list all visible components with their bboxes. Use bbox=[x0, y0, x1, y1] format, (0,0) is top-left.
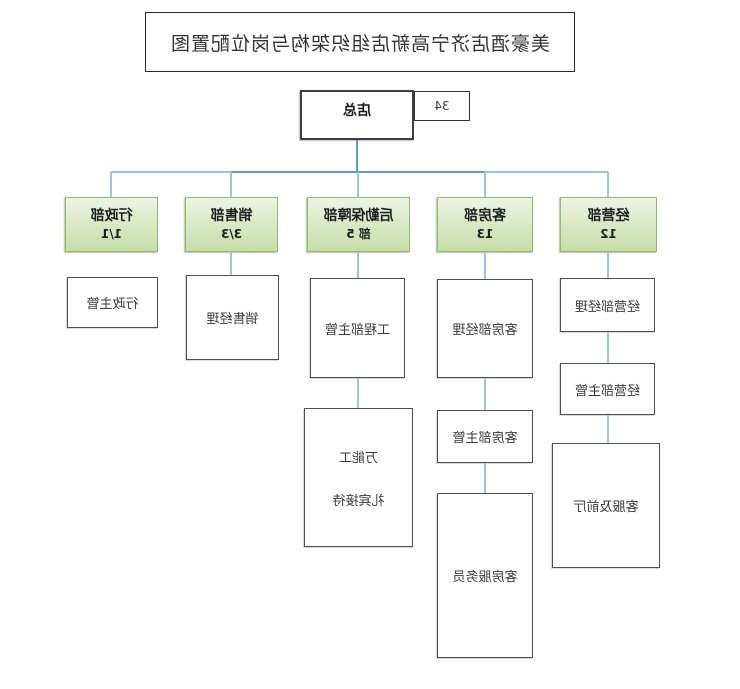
node-hk-attendant: 客房服务员 bbox=[437, 493, 533, 658]
node-handyman-concierge: 万能工 礼宾接待 bbox=[304, 408, 413, 547]
dept-housekeeping-count: 13 bbox=[476, 226, 494, 241]
node-ops-supervisor: 经营部主管 bbox=[560, 363, 655, 415]
dept-sales-count: 3/3 bbox=[220, 226, 243, 241]
connector-ops-3 bbox=[607, 415, 609, 443]
dept-sales-name: 销售部 bbox=[210, 207, 253, 224]
node-handyman-label: 万能工 bbox=[339, 450, 379, 466]
node-sales-manager: 销售经理 bbox=[186, 275, 279, 360]
node-eng-supervisor: 工程部主管 bbox=[310, 278, 405, 378]
connector-drop-dept3 bbox=[357, 172, 359, 197]
connector-eng-2 bbox=[357, 378, 359, 408]
total-headcount-box: 34 bbox=[414, 91, 470, 121]
dept-admin-count: 1/1 bbox=[100, 226, 123, 241]
dept-housekeeping-name: 客房部 bbox=[464, 207, 506, 224]
node-ops-manager: 经营部经理 bbox=[560, 278, 655, 332]
connector-hk-2 bbox=[484, 378, 486, 410]
dept-operations-count: 12 bbox=[600, 226, 617, 241]
connector-sales-1 bbox=[230, 252, 232, 275]
connector-drop-dept4 bbox=[230, 172, 232, 197]
root-node-general-manager: 店总 bbox=[300, 90, 414, 140]
node-admin-supervisor: 行政主管 bbox=[67, 277, 158, 328]
connector-drop-dept5 bbox=[110, 172, 112, 197]
dept-housekeeping: 客房部 13 bbox=[437, 197, 533, 252]
node-front-office: 客服及前厅 bbox=[552, 443, 660, 568]
dept-admin-name: 行政部 bbox=[90, 207, 133, 224]
node-hk-supervisor: 客房部主管 bbox=[437, 410, 533, 463]
chart-title: 美豪酒店济宁高新店组织架构与岗位配置图 bbox=[145, 12, 575, 72]
connector-hk-3 bbox=[484, 463, 486, 493]
connector-ops-1 bbox=[607, 252, 609, 278]
dept-operations: 经营部 12 bbox=[560, 197, 657, 252]
connector-trunk bbox=[356, 140, 358, 172]
node-hk-manager: 客房部经理 bbox=[437, 279, 533, 378]
dept-operations-name: 经营部 bbox=[587, 207, 630, 224]
node-concierge-label: 礼宾接待 bbox=[332, 493, 385, 509]
connector-drop-dept2 bbox=[484, 172, 486, 197]
dept-logistics-name: 后勤保障部 bbox=[323, 207, 394, 224]
dept-logistics-count: 部 5 bbox=[346, 226, 371, 241]
connector-hk-1 bbox=[484, 252, 486, 279]
connector-drop-dept1 bbox=[607, 172, 609, 197]
connector-eng-1 bbox=[357, 252, 359, 278]
dept-sales: 销售部 3/3 bbox=[185, 197, 278, 252]
dept-logistics: 后勤保障部 部 5 bbox=[307, 197, 410, 252]
connector-ops-2 bbox=[607, 332, 609, 363]
dept-admin: 行政部 1/1 bbox=[65, 197, 158, 252]
